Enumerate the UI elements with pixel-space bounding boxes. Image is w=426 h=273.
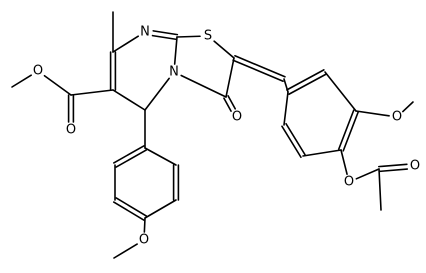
atom-label-background <box>342 175 356 189</box>
double-bond-line <box>151 34 178 41</box>
atom-label-o: O <box>33 64 43 79</box>
double-bond-line <box>223 97 232 112</box>
single-bond-line <box>324 71 357 112</box>
atom-label-background <box>167 65 181 79</box>
double-bond-line <box>342 111 360 152</box>
bonds-layer <box>11 11 414 259</box>
single-bond-line <box>355 168 380 180</box>
atom-label-o: O <box>344 175 354 190</box>
single-bond-line <box>112 35 140 53</box>
atom-label-background <box>390 110 404 124</box>
double-bond-line <box>152 30 179 36</box>
double-bond-line <box>377 163 408 168</box>
double-bond-line <box>234 54 286 78</box>
single-bond-line <box>283 91 289 126</box>
double-bond-line <box>286 69 325 91</box>
atom-label-background <box>201 29 215 43</box>
single-bond-line <box>213 40 235 59</box>
double-bond-line <box>232 59 284 83</box>
double-bond-line <box>227 95 237 110</box>
atom-label-s: S <box>204 29 212 44</box>
atom-label-background <box>408 159 422 173</box>
double-bond-line <box>115 197 148 217</box>
single-bond-line <box>144 147 177 166</box>
atom-label-background <box>137 233 151 247</box>
atom-label-o: O <box>410 159 420 174</box>
single-bond-line <box>176 35 201 38</box>
single-bond-line <box>355 110 390 117</box>
double-bond-line <box>337 109 355 150</box>
atom-label-o: O <box>392 110 402 125</box>
atom-labels-layer: N S N O O O O O O O <box>31 25 422 248</box>
single-bond-line <box>43 74 72 96</box>
double-bond-line <box>378 168 409 173</box>
atom-label-background <box>31 64 45 78</box>
single-bond-line <box>302 149 342 157</box>
atom-label-background <box>64 123 78 137</box>
single-bond-line <box>144 77 170 111</box>
single-bond-line <box>173 36 178 65</box>
single-bond-line <box>144 199 177 219</box>
double-bond-line <box>115 149 147 168</box>
single-bond-line <box>11 74 32 88</box>
atom-label-n: N <box>169 65 179 80</box>
atom-label-n: N <box>140 25 150 40</box>
double-bond-line <box>113 145 145 164</box>
single-bond-line <box>180 74 227 98</box>
single-bond-line <box>378 168 382 211</box>
atom-label-background <box>138 25 152 39</box>
single-bond-line <box>340 149 348 176</box>
atom-label-o: O <box>232 110 242 125</box>
double-bond-line <box>112 201 145 221</box>
single-bond-line <box>402 101 414 113</box>
single-bond-line <box>70 89 114 96</box>
double-bond-line <box>281 125 302 159</box>
atom-label-background <box>230 110 244 124</box>
single-bond-line <box>113 243 138 259</box>
single-bond-line <box>112 89 146 111</box>
single-bond-line <box>143 217 146 233</box>
double-bond-line <box>288 73 327 95</box>
atom-label-o: O <box>66 123 76 138</box>
single-bond-line <box>225 57 235 98</box>
double-bond-line <box>285 122 306 156</box>
atom-label-o: O <box>139 233 149 248</box>
